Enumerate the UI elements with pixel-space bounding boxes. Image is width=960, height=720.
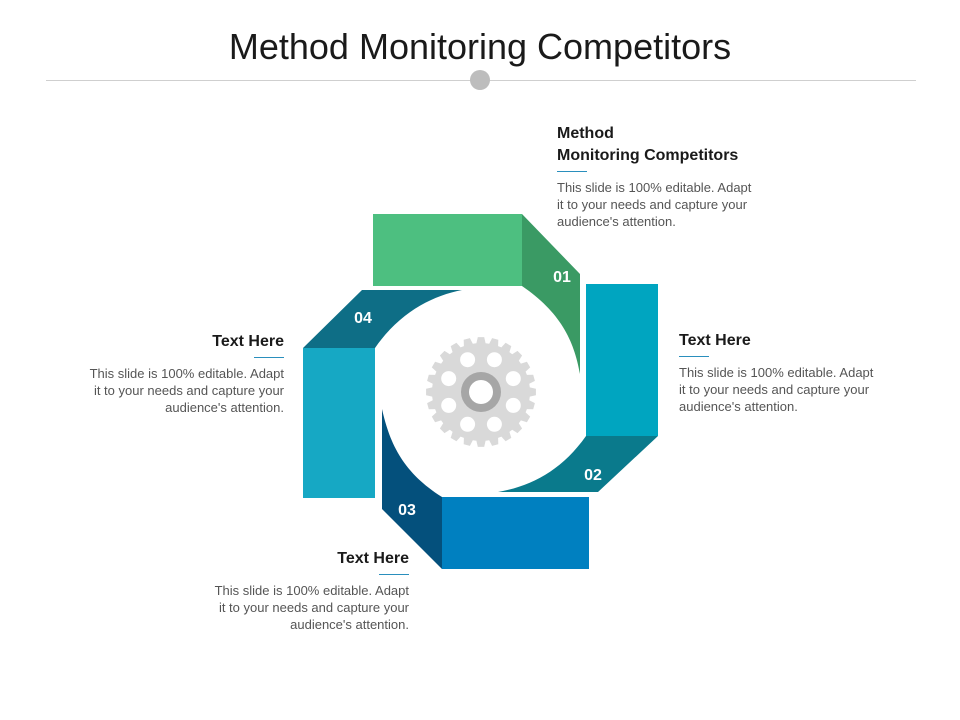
- step-03-underline: [179, 570, 409, 582]
- step-01-body-line-1: This slide is 100% editable. Adapt: [557, 180, 752, 195]
- segment-01: 01: [373, 214, 580, 374]
- gear-hole: [460, 352, 476, 368]
- step-02-body-line-1: This slide is 100% editable. Adapt: [679, 365, 874, 380]
- step-04-underline: [54, 353, 284, 365]
- gear-hole: [486, 352, 502, 368]
- segment-02-fold: [498, 436, 658, 492]
- step-02-heading: Text Here: [679, 332, 751, 349]
- step-01-heading-line-1: Method: [557, 125, 614, 142]
- segment-04-band: [303, 348, 375, 498]
- step-01-text: Method Monitoring Competitors This slide…: [557, 123, 787, 230]
- gear-hole: [441, 371, 457, 387]
- page-title: Method Monitoring Competitors: [228, 26, 732, 67]
- step-02-text: Text Here This slide is 100% editable. A…: [679, 330, 909, 415]
- segment-04: 04: [303, 290, 462, 498]
- title-divider-dot: [470, 70, 490, 90]
- segment-01-band: [373, 214, 522, 286]
- segment-03-fold: [382, 409, 442, 569]
- step-01-underline: [557, 167, 787, 179]
- segment-04-fold: [303, 290, 462, 348]
- segment-03: 03: [382, 409, 589, 569]
- segment-02: 02: [498, 284, 658, 492]
- step-01-body-line-2: it to your needs and capture your: [557, 197, 748, 212]
- gear-center-hole: [469, 380, 493, 404]
- segment-03-band: [442, 497, 589, 569]
- segment-01-fold: [522, 214, 580, 374]
- segment-02-number: 02: [584, 467, 602, 484]
- step-02-body-line-3: audience's attention.: [679, 399, 798, 414]
- segment-02-band: [586, 284, 658, 436]
- step-02-underline: [679, 352, 909, 364]
- step-03-body-line-3: audience's attention.: [290, 617, 409, 632]
- step-04-text: Text Here This slide is 100% editable. A…: [54, 331, 284, 416]
- gear-hole: [460, 416, 476, 432]
- step-02-body-line-2: it to your needs and capture your: [679, 382, 870, 397]
- step-03-body-line-1: This slide is 100% editable. Adapt: [214, 583, 409, 598]
- gear-hole: [441, 397, 457, 413]
- gear-hole: [505, 371, 521, 387]
- step-03-body-line-2: it to your needs and capture your: [218, 600, 409, 615]
- segment-03-number: 03: [398, 502, 416, 519]
- step-01-heading-line-2: Monitoring Competitors: [557, 147, 739, 164]
- step-01-body-line-3: audience's attention.: [557, 214, 676, 229]
- step-04-heading: Text Here: [212, 333, 284, 350]
- step-03-heading: Text Here: [337, 550, 409, 567]
- step-04-body-line-1: This slide is 100% editable. Adapt: [89, 366, 284, 381]
- segment-01-number: 01: [553, 269, 571, 286]
- gear-icon: [426, 337, 536, 447]
- step-04-body-line-3: audience's attention.: [165, 400, 284, 415]
- gear-hole: [486, 416, 502, 432]
- gear-hole: [505, 397, 521, 413]
- segment-04-number: 04: [354, 310, 372, 327]
- step-03-text: Text Here This slide is 100% editable. A…: [179, 548, 409, 633]
- step-04-body-line-2: it to your needs and capture your: [93, 383, 284, 398]
